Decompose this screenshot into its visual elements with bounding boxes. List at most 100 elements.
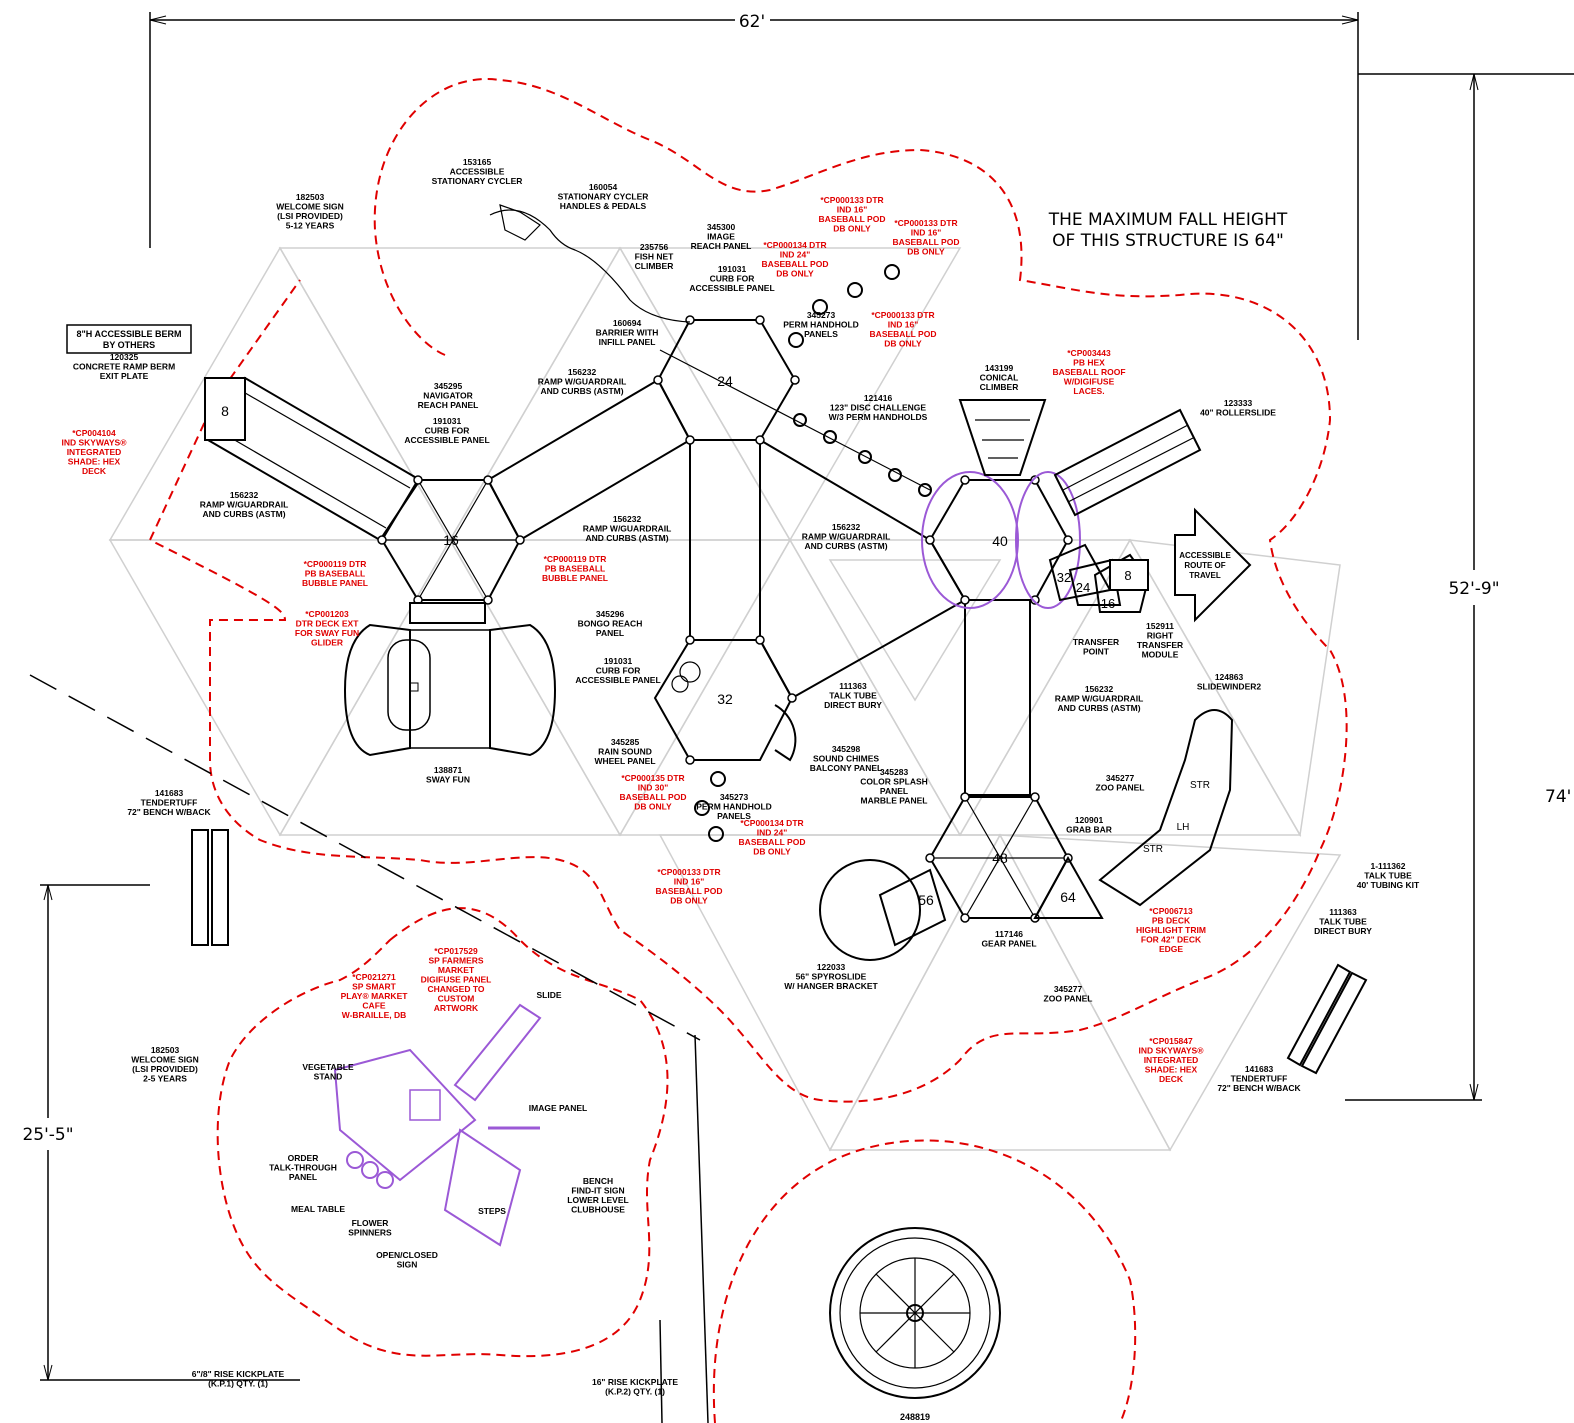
annotation-steps-line-0: STEPS <box>478 1206 506 1216</box>
annotation-cp000119b-line-2: BUBBLE PANEL <box>542 573 608 583</box>
annotation-cp000133d-line-0: *CP000133 DTR <box>657 867 720 877</box>
annotation-cp000133a-line-3: DB ONLY <box>833 224 871 234</box>
dimension-far-right-label: 74' <box>1545 787 1571 807</box>
annotation-kp1: 6"/8" RISE KICKPLATE(K.P.1) QTY. (1) <box>192 1369 285 1389</box>
annotation-156232a-line-0: 156232 <box>568 367 597 377</box>
stationary-cycler <box>489 204 691 323</box>
annotation-cp017529-line-5: CUSTOM <box>438 994 475 1004</box>
dimension-height-left: 25'-5" <box>22 884 300 1381</box>
annotation-vegetable-line-0: VEGETABLE <box>302 1062 354 1072</box>
annotation-156232a-line-2: AND CURBS (ASTM) <box>540 386 623 396</box>
annotation-121416-line-2: W/3 PERM HANDHOLDS <box>829 412 928 422</box>
deck-48-label: 48 <box>992 850 1008 866</box>
annotation-cp001203-line-2: FOR SWAY FUN <box>295 628 359 638</box>
annotation-bench-line-0: BENCH <box>583 1176 613 1186</box>
annotation-cp021271-line-4: W-BRAILLE, DB <box>342 1010 407 1020</box>
annotation-153165-line-0: 153165 <box>463 157 492 167</box>
annotation-cp000119b-line-1: PB BASEBALL <box>545 564 605 574</box>
annotation-345285-line-1: RAIN SOUND <box>598 747 652 757</box>
annotation-138871-line-0: 138871 <box>434 765 463 775</box>
annotation-cp017529-line-3: DIGIFUSE PANEL <box>421 975 492 985</box>
annotation-156232d-line-1: RAMP W/GUARDRAIL <box>802 532 891 542</box>
annotation-156232a-line-1: RAMP W/GUARDRAIL <box>538 377 627 387</box>
annotation-cp003443-line-4: LACES. <box>1073 386 1104 396</box>
slidewinder-str-1: STR <box>1190 780 1210 791</box>
annotation-191031c-line-0: 191031 <box>604 656 633 666</box>
annotation-160054-line-1: STATIONARY CYCLER <box>558 192 649 202</box>
annotation-156232c-line-2: AND CURBS (ASTM) <box>585 533 668 543</box>
annotation-182503a-line-1: WELCOME SIGN <box>276 202 344 212</box>
annotation-cp000133b-line-2: BASEBALL POD <box>893 237 960 247</box>
annotation-111363a-line-1: TALK TUBE <box>829 691 877 701</box>
annotation-bench-line-3: CLUBHOUSE <box>571 1205 625 1215</box>
annotation-122033-line-1: 56" SPYROSLIDE <box>796 972 867 982</box>
annotation-345300-line-1: IMAGE <box>707 232 735 242</box>
annotation-cp001203-line-1: DTR DECK EXT <box>296 619 360 629</box>
annotation-cp000133d-line-2: BASEBALL POD <box>656 886 723 896</box>
annotation-156232e-line-2: AND CURBS (ASTM) <box>1057 703 1140 713</box>
annotation-182503b-line-1: WELCOME SIGN <box>131 1055 199 1065</box>
annotation-345283-line-0: 345283 <box>880 767 909 777</box>
annotation-kp1-line-0: 6"/8" RISE KICKPLATE <box>192 1369 285 1379</box>
dimension-height-left-label: 25'-5" <box>22 1125 73 1145</box>
annotation-cp000134b-line-2: BASEBALL POD <box>739 837 806 847</box>
transfer-32: 32 <box>1057 570 1071 585</box>
annotation-cp004104-line-4: DECK <box>82 466 107 476</box>
annotation-345273a-line-0: 345273 <box>807 310 836 320</box>
annotation-345298-line-1: SOUND CHIMES <box>813 754 879 764</box>
annotation-156232b-line-0: 156232 <box>230 490 259 500</box>
deck-16: 16 <box>377 475 525 605</box>
slidewinder-str-2: STR <box>1143 844 1163 855</box>
annotation-cp001203-line-3: GLIDER <box>311 638 343 648</box>
annotation-cp006713-line-1: PB DECK <box>1152 916 1191 926</box>
deck-40-label: 40 <box>992 533 1008 549</box>
annotation-160054-line-0: 160054 <box>589 182 618 192</box>
annotation-cp004104-line-3: SHADE: HEX <box>68 457 121 467</box>
annotation-345277b-line-1: ZOO PANEL <box>1044 994 1093 1004</box>
annotation-111363b-line-2: DIRECT BURY <box>1314 926 1372 936</box>
berm-line-1: 8"H ACCESSIBLE BERM <box>77 329 182 339</box>
annotation-156232d-line-0: 156232 <box>832 522 861 532</box>
annotation-235756-line-2: CLIMBER <box>635 261 674 271</box>
annotation-160054-line-2: HANDLES & PEDALS <box>560 201 647 211</box>
annotation-345273a-line-1: PERM HANDHOLD <box>783 320 859 330</box>
bench-left <box>191 829 229 946</box>
annotation-345273a-line-2: PANELS <box>804 329 838 339</box>
annotation-345277a-line-0: 345277 <box>1106 773 1135 783</box>
annotation-191031a-line-0: 191031 <box>718 264 747 274</box>
annotation-345283-line-2: PANEL <box>880 786 908 796</box>
annotation-345296-line-2: PANEL <box>596 628 624 638</box>
annotation-cp017529-line-4: CHANGED TO <box>428 984 485 994</box>
annotation-152911-line-0: 152911 <box>1146 621 1174 631</box>
annotation-111363b-line-0: 111363 <box>1329 907 1357 917</box>
deck-24-label: 24 <box>717 373 733 389</box>
annotation-flower-line-1: SPINNERS <box>348 1228 392 1238</box>
spyro-slide: 56 <box>819 859 947 961</box>
annotation-cp000133d-line-1: IND 16" <box>674 877 705 887</box>
annotation-slide: SLIDE <box>536 990 561 1000</box>
annotation-cp006713-line-4: EDGE <box>1159 944 1183 954</box>
ramp-diagonal <box>759 438 967 700</box>
spinner <box>829 1227 1001 1399</box>
sidewalk-edge-2 <box>659 1319 663 1423</box>
annotation-191031b-line-2: ACCESSIBLE PANEL <box>404 435 489 445</box>
ramp-down <box>964 599 1031 796</box>
annotation-cp000133a-line-1: IND 16" <box>837 205 868 215</box>
annotation-191031b-line-1: CURB FOR <box>425 426 470 436</box>
